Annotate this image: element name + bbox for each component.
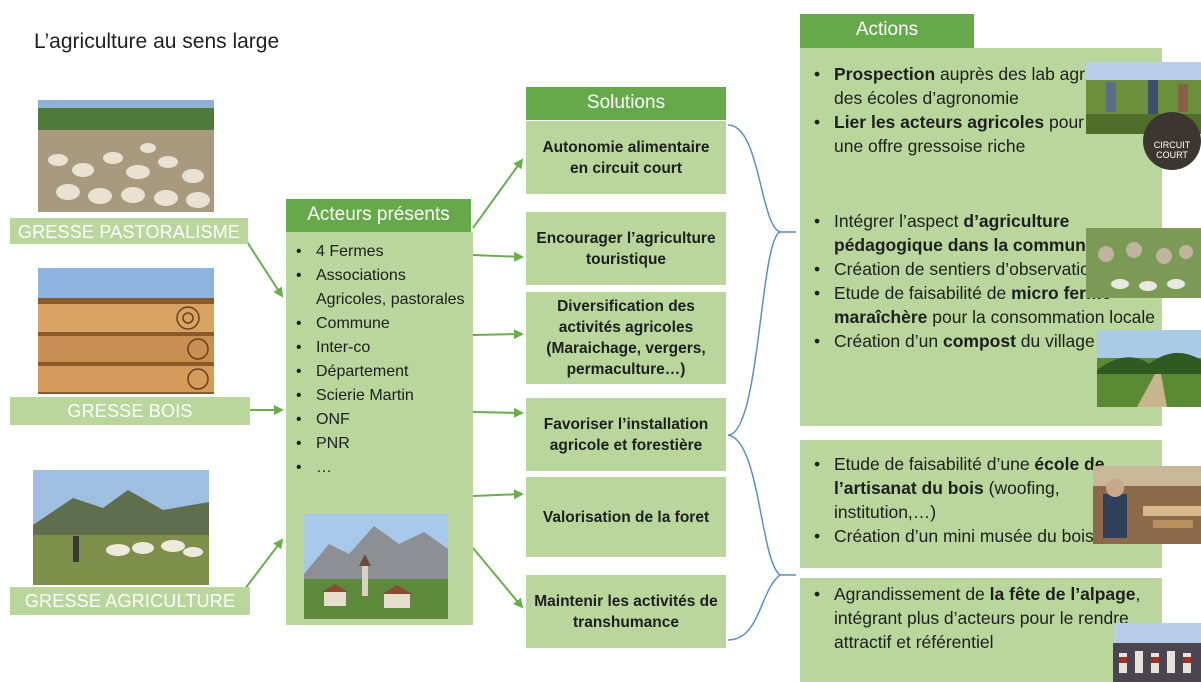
brace-lower bbox=[727, 434, 782, 641]
acteur-item: ONF bbox=[290, 408, 466, 432]
acteurs-header: Acteurs présents bbox=[286, 199, 471, 232]
wood-logs-photo bbox=[38, 268, 214, 394]
market-garden-photo bbox=[1097, 330, 1201, 407]
source-label-pastoralisme: GRESSE PASTORALISME bbox=[10, 218, 248, 244]
source-label-agriculture: GRESSE AGRICULTURE bbox=[10, 587, 250, 615]
page-title: L’agriculture au sens large bbox=[34, 30, 280, 53]
arrow-to-solution-3 bbox=[472, 329, 524, 340]
action-item: Etude de faisabilité d’une école de l’ar… bbox=[808, 452, 1160, 524]
circuit-court-badge-icon: CIRCUIT COURT bbox=[1143, 112, 1201, 170]
action-item: Agrandissement de la fête de l’alpage, i… bbox=[808, 582, 1160, 654]
acteur-item: Département bbox=[290, 360, 466, 384]
action-item: Intégrer l’aspect d’agriculture pédagogi… bbox=[808, 209, 1160, 257]
arrow-to-solution-1 bbox=[472, 158, 524, 229]
solution-card: Favoriser l’installation agricole et for… bbox=[526, 398, 726, 471]
source-label-bois: GRESSE BOIS bbox=[10, 397, 250, 425]
arrow-to-solution-2 bbox=[472, 251, 524, 262]
solutions-header: Solutions bbox=[526, 87, 726, 120]
acteur-item: … bbox=[290, 456, 466, 480]
action-item: Création de sentiers d’observation bbox=[808, 257, 1160, 281]
acteur-item: PNR bbox=[290, 432, 466, 456]
acteur-item: Commune bbox=[290, 312, 466, 336]
woodworking-photo bbox=[1093, 466, 1201, 544]
solution-card: Maintenir les activités de transhumance bbox=[526, 575, 726, 648]
acteurs-list: 4 Fermes Associations Agricoles, pastora… bbox=[290, 240, 466, 480]
brace-upper bbox=[727, 124, 783, 436]
agriculture-photo bbox=[33, 470, 209, 585]
arrow-to-solution-5 bbox=[472, 489, 524, 500]
pastoralism-photo bbox=[38, 100, 214, 212]
alpage-festival-photo bbox=[1113, 623, 1201, 682]
acteur-item: Scierie Martin bbox=[290, 384, 466, 408]
solution-card: Valorisation de la foret bbox=[526, 477, 726, 557]
acteur-item: Associations Agricoles, pastorales bbox=[290, 264, 466, 312]
actions-header: Actions bbox=[800, 14, 974, 48]
solution-card: Autonomie alimentaire en circuit court bbox=[526, 121, 726, 194]
acteur-item: 4 Fermes bbox=[290, 240, 466, 264]
arrow-to-solution-4 bbox=[472, 407, 524, 418]
village-photo bbox=[304, 514, 448, 619]
acteur-item: Inter-co bbox=[290, 336, 466, 360]
solution-card: Encourager l’agriculture touristique bbox=[526, 212, 726, 285]
action-item: Création d’un compost du village bbox=[808, 329, 1160, 353]
acteurs-box: 4 Fermes Associations Agricoles, pastora… bbox=[286, 232, 473, 625]
arrow-to-solution-6 bbox=[472, 547, 524, 609]
action-item: Création d’un mini musée du bois bbox=[808, 524, 1160, 548]
action-item: Etude de faisabilité de micro ferme mara… bbox=[808, 281, 1160, 329]
solution-card: Diversification des activités agricoles … bbox=[526, 292, 726, 384]
actions-group-4: Agrandissement de la fête de l’alpage, i… bbox=[800, 578, 1162, 682]
pedagogy-photo bbox=[1086, 228, 1201, 298]
